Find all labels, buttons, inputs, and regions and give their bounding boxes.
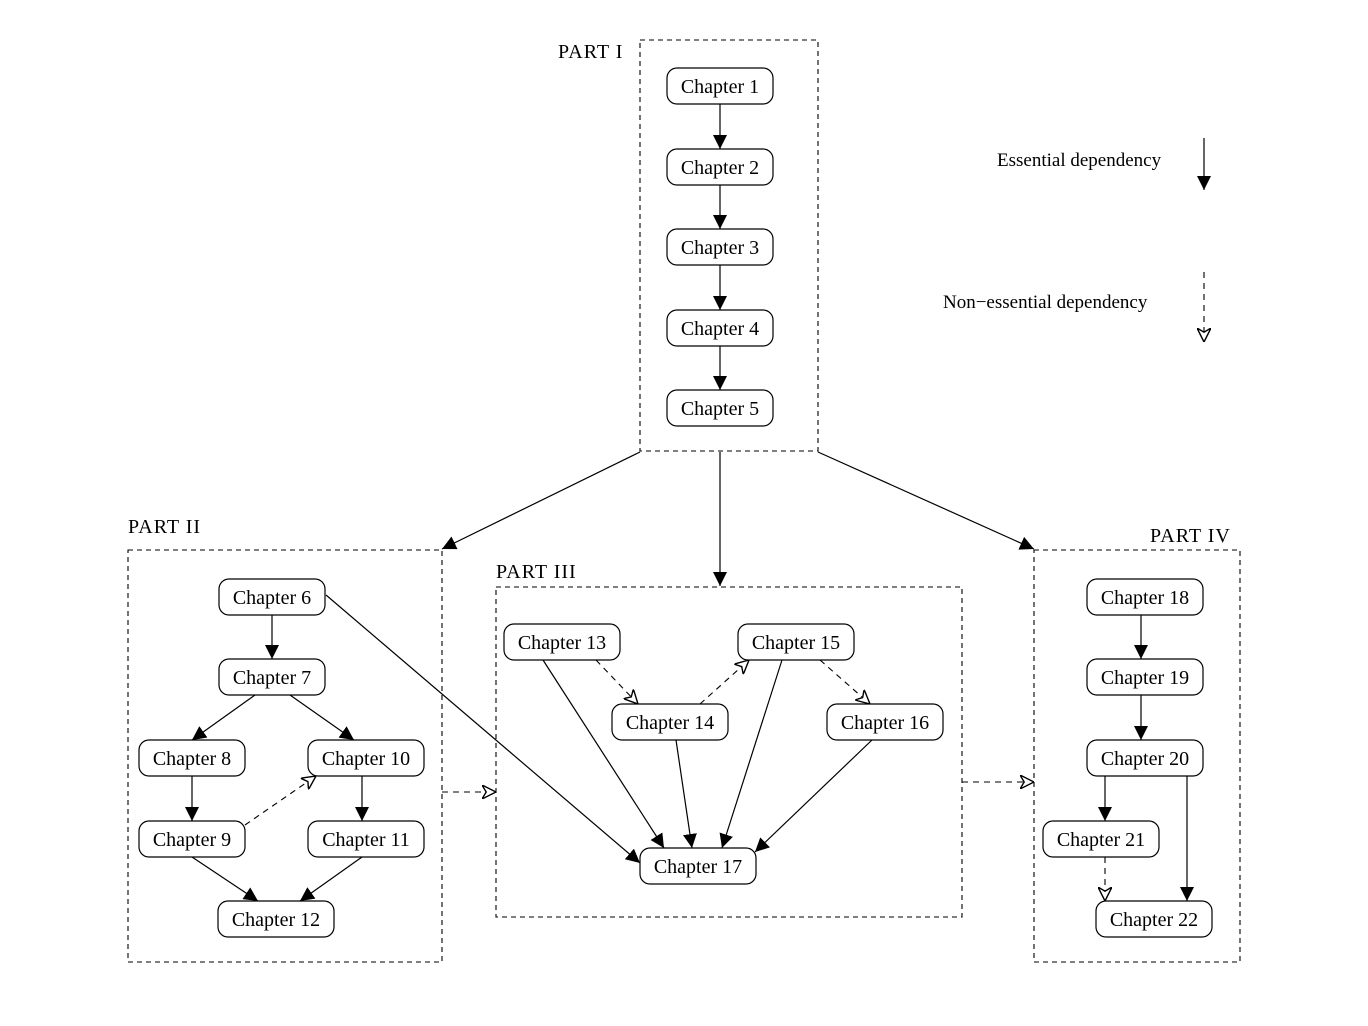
chapter-box	[666, 309, 774, 347]
chapter-node-10: Chapter 10	[307, 739, 425, 777]
chapter-box	[307, 739, 425, 777]
chapter-label: Chapter 3	[681, 237, 759, 259]
chapter-label: Chapter 19	[1101, 667, 1189, 689]
chapter-box	[666, 389, 774, 427]
essential-edge-c6-to-c17	[325, 594, 641, 864]
essential-edge-c11-to-c12	[299, 856, 363, 902]
chapter-box	[218, 658, 326, 696]
chapter-box	[138, 739, 246, 777]
part-2-box	[127, 549, 443, 963]
part-4-box	[1033, 549, 1241, 963]
chapter-label: Chapter 12	[232, 909, 320, 931]
non-essential-edge-c9-to-c10	[244, 776, 316, 826]
chapter-node-13: Chapter 13	[503, 623, 621, 661]
chapter-label: Chapter 8	[153, 748, 231, 770]
chapter-label: Chapter 4	[681, 318, 759, 340]
part-1-label: PART I	[558, 41, 623, 63]
chapter-box	[1086, 658, 1204, 696]
essential-edge-c13-to-c17	[542, 659, 665, 849]
chapter-node-11: Chapter 11	[307, 820, 425, 858]
chapter-label: Chapter 22	[1110, 909, 1198, 931]
dependency-edges	[185, 104, 1194, 902]
chapter-node-14: Chapter 14	[611, 703, 729, 741]
chapter-label: Chapter 10	[322, 748, 410, 770]
essential-edge-p1-to-p4	[817, 451, 1035, 550]
chapter-box	[138, 820, 246, 858]
chapter-box	[1095, 900, 1213, 938]
chapter-box	[826, 703, 944, 741]
chapter-node-9: Chapter 9	[138, 820, 246, 858]
part-4-label: PART IV	[1150, 525, 1231, 547]
chapter-label: Chapter 20	[1101, 748, 1189, 770]
non-essential-edge-c14-to-c15	[699, 660, 749, 705]
part-3-box	[495, 586, 963, 918]
chapter-node-8: Chapter 8	[138, 739, 246, 777]
chapter-label: Chapter 17	[654, 856, 742, 878]
chapter-box	[1042, 820, 1160, 858]
non-essential-edge-c15-to-c16	[819, 659, 870, 704]
chapter-label: Chapter 14	[626, 712, 714, 734]
chapter-label: Chapter 11	[322, 829, 410, 851]
chapter-node-15: Chapter 15	[737, 623, 855, 661]
chapter-box	[217, 900, 335, 938]
chapter-node-20: Chapter 20	[1086, 739, 1204, 777]
essential-edge-c7-to-c8	[191, 694, 256, 741]
chapter-label: Chapter 7	[233, 667, 311, 689]
chapter-box	[666, 148, 774, 186]
essential-edge-c16-to-c17	[754, 739, 873, 853]
chapter-node-7: Chapter 7	[218, 658, 326, 696]
chapter-box	[666, 228, 774, 266]
chapter-node-4: Chapter 4	[666, 309, 774, 347]
essential-edge-c9-to-c12	[191, 856, 259, 902]
chapter-node-16: Chapter 16	[826, 703, 944, 741]
chapter-box	[611, 703, 729, 741]
chapter-label: Chapter 1	[681, 76, 759, 98]
part-1-box	[639, 39, 819, 452]
essential-edge-p1-to-p2	[441, 451, 641, 550]
chapter-box	[1086, 739, 1204, 777]
chapter-node-3: Chapter 3	[666, 228, 774, 266]
chapter-box	[503, 623, 621, 661]
chapter-label: Chapter 9	[153, 829, 231, 851]
part-boxes	[127, 39, 1241, 963]
chapter-node-21: Chapter 21	[1042, 820, 1160, 858]
chapter-label: Chapter 15	[752, 632, 840, 654]
essential-edge-c7-to-c10	[289, 694, 355, 741]
legend-essential-label: Essential dependency	[997, 150, 1162, 171]
chapter-box	[218, 578, 326, 616]
chapter-box	[1086, 578, 1204, 616]
chapter-box	[639, 847, 757, 885]
chapter-node-5: Chapter 5	[666, 389, 774, 427]
chapter-node-6: Chapter 6	[218, 578, 326, 616]
chapter-label: Chapter 2	[681, 157, 759, 179]
part-3-label: PART III	[496, 561, 577, 583]
essential-edge-c15-to-c17	[719, 659, 783, 849]
chapter-node-1: Chapter 1	[666, 67, 774, 105]
chapter-node-19: Chapter 19	[1086, 658, 1204, 696]
chapter-node-2: Chapter 2	[666, 148, 774, 186]
chapter-label: Chapter 6	[233, 587, 311, 609]
chapter-box	[307, 820, 425, 858]
essential-edge-c14-to-c17	[675, 739, 697, 849]
chapter-node-17: Chapter 17	[639, 847, 757, 885]
chapter-node-18: Chapter 18	[1086, 578, 1204, 616]
legend-non-essential-label: Non−essential dependency	[943, 292, 1148, 313]
chapter-label: Chapter 21	[1057, 829, 1145, 851]
chapter-node-12: Chapter 12	[217, 900, 335, 938]
chapter-box	[737, 623, 855, 661]
legend: Essential dependency Non−essential depen…	[943, 138, 1211, 342]
chapter-label: Chapter 13	[518, 632, 606, 654]
part-labels: PART I PART II PART III PART IV	[128, 41, 1231, 583]
chapter-label: Chapter 16	[841, 712, 929, 734]
chapter-label: Chapter 5	[681, 398, 759, 420]
part-2-label: PART II	[128, 516, 201, 538]
chapter-label: Chapter 18	[1101, 587, 1189, 609]
chapter-box	[666, 67, 774, 105]
non-essential-edge-c13-to-c14	[595, 659, 638, 704]
chapter-node-22: Chapter 22	[1095, 900, 1213, 938]
chapter-nodes: Chapter 1 Chapter 2 Chapter 3 Chapter 4 Chap…	[138, 67, 1213, 938]
